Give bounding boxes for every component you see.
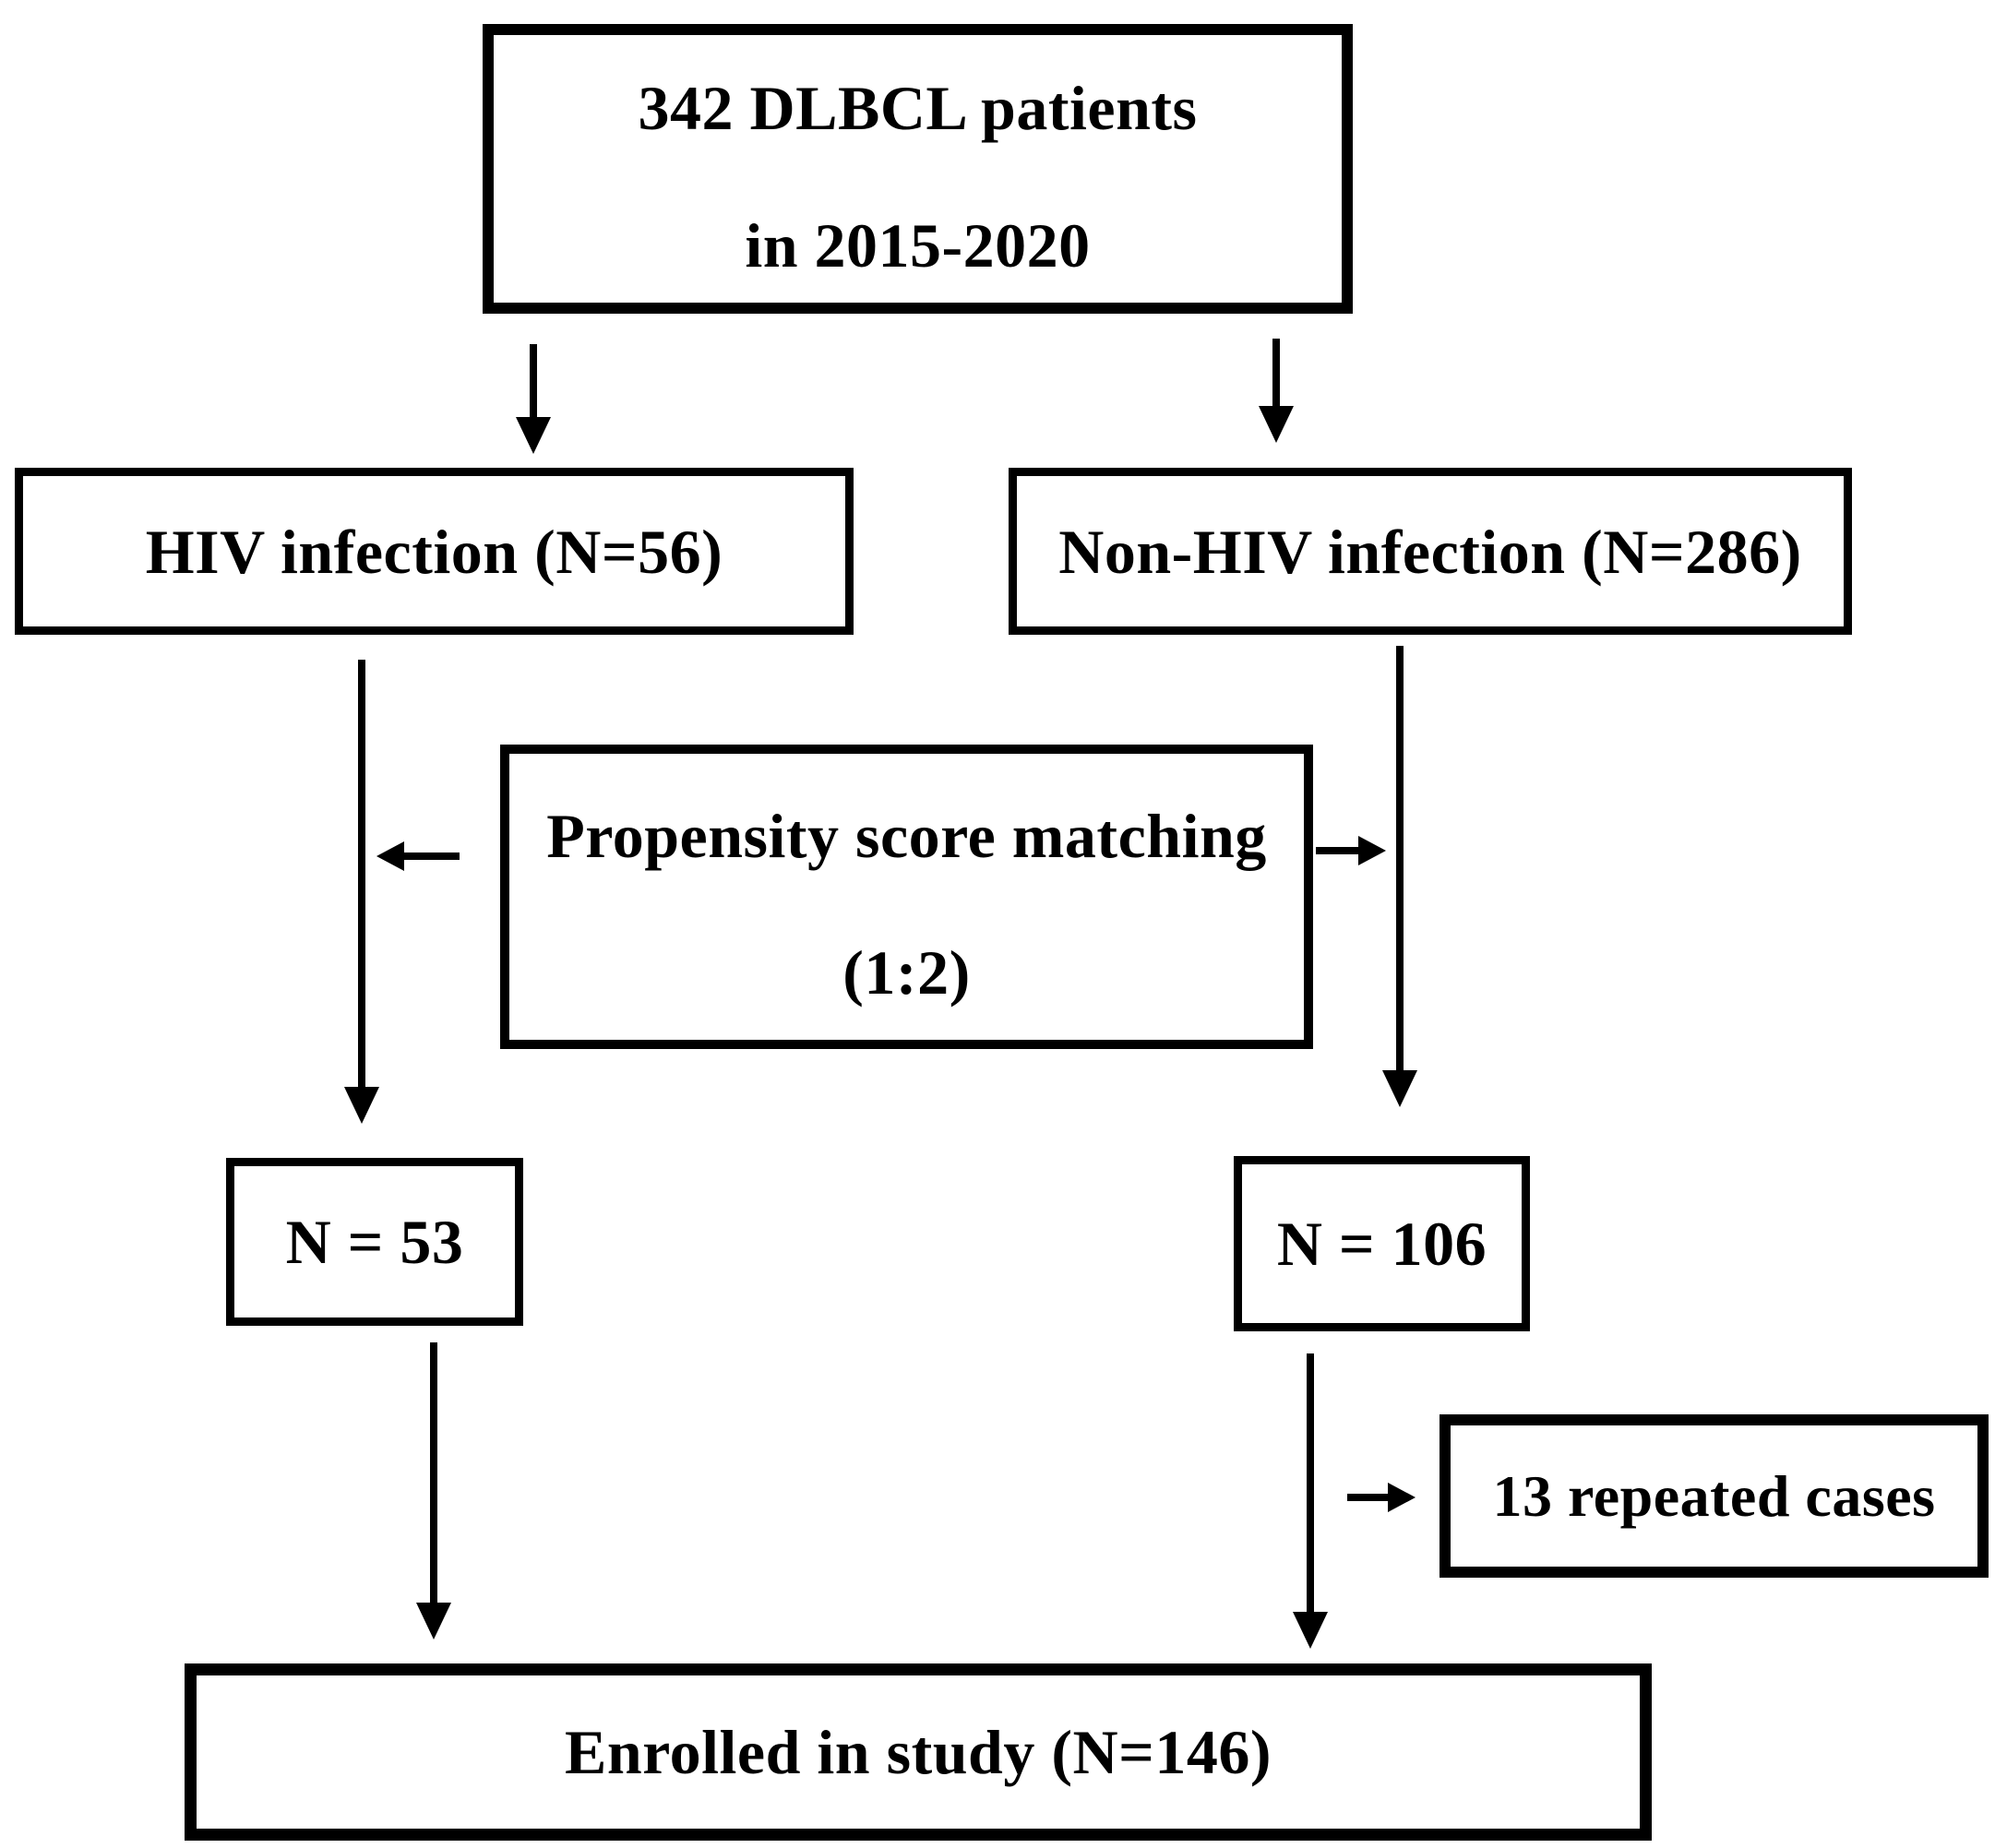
arrowhead-down-icon bbox=[516, 417, 551, 454]
arrowhead-down-icon bbox=[416, 1603, 451, 1639]
arrow-non-hiv-to-n106 bbox=[1381, 646, 1418, 1107]
arrow-psm-to-hiv-branch bbox=[376, 840, 460, 873]
box-psm-line1: Propensity score matching bbox=[546, 801, 1267, 871]
arrow-n106-to-enrolled bbox=[1292, 1353, 1329, 1649]
box-total-patients: 342 DLBCL patients in 2015-2020 bbox=[483, 24, 1353, 314]
box-total-patients-line2: in 2015-2020 bbox=[745, 210, 1091, 280]
arrowhead-down-icon bbox=[344, 1087, 379, 1124]
box-n53-label: N = 53 bbox=[285, 1207, 464, 1277]
box-hiv-infection-label: HIV infection (N=56) bbox=[145, 516, 723, 587]
box-repeated-cases-label: 13 repeated cases bbox=[1492, 1462, 1936, 1529]
box-non-hiv-infection-label: Non-HIV infection (N=286) bbox=[1058, 516, 1802, 587]
box-n106: N = 106 bbox=[1234, 1156, 1530, 1331]
arrowhead-down-icon bbox=[1382, 1070, 1417, 1107]
arrow-psm-to-non-hiv-branch bbox=[1316, 834, 1386, 867]
box-enrolled-in-study-label: Enrolled in study (N=146) bbox=[564, 1717, 1272, 1787]
arrow-n106-to-repeated bbox=[1347, 1481, 1416, 1514]
arrow-hiv-to-n53 bbox=[343, 660, 380, 1124]
arrowhead-left-icon bbox=[376, 841, 404, 871]
box-psm-line2: (1:2) bbox=[842, 937, 971, 1007]
arrow-total-to-hiv bbox=[515, 344, 552, 454]
arrow-total-to-non-hiv bbox=[1258, 339, 1295, 443]
arrowhead-right-icon bbox=[1388, 1483, 1416, 1512]
arrow-n53-to-enrolled bbox=[415, 1342, 452, 1639]
arrowhead-down-icon bbox=[1259, 406, 1294, 443]
box-non-hiv-infection: Non-HIV infection (N=286) bbox=[1009, 468, 1852, 635]
box-n106-label: N = 106 bbox=[1276, 1209, 1487, 1279]
box-total-patients-line1: 342 DLBCL patients bbox=[638, 73, 1198, 143]
box-propensity-score-matching: Propensity score matching (1:2) bbox=[500, 745, 1313, 1049]
box-hiv-infection: HIV infection (N=56) bbox=[15, 468, 854, 635]
box-repeated-cases: 13 repeated cases bbox=[1440, 1414, 1989, 1578]
arrowhead-down-icon bbox=[1293, 1612, 1328, 1649]
box-enrolled-in-study: Enrolled in study (N=146) bbox=[185, 1663, 1652, 1841]
box-n53: N = 53 bbox=[226, 1158, 523, 1326]
arrowhead-right-icon bbox=[1358, 836, 1386, 865]
